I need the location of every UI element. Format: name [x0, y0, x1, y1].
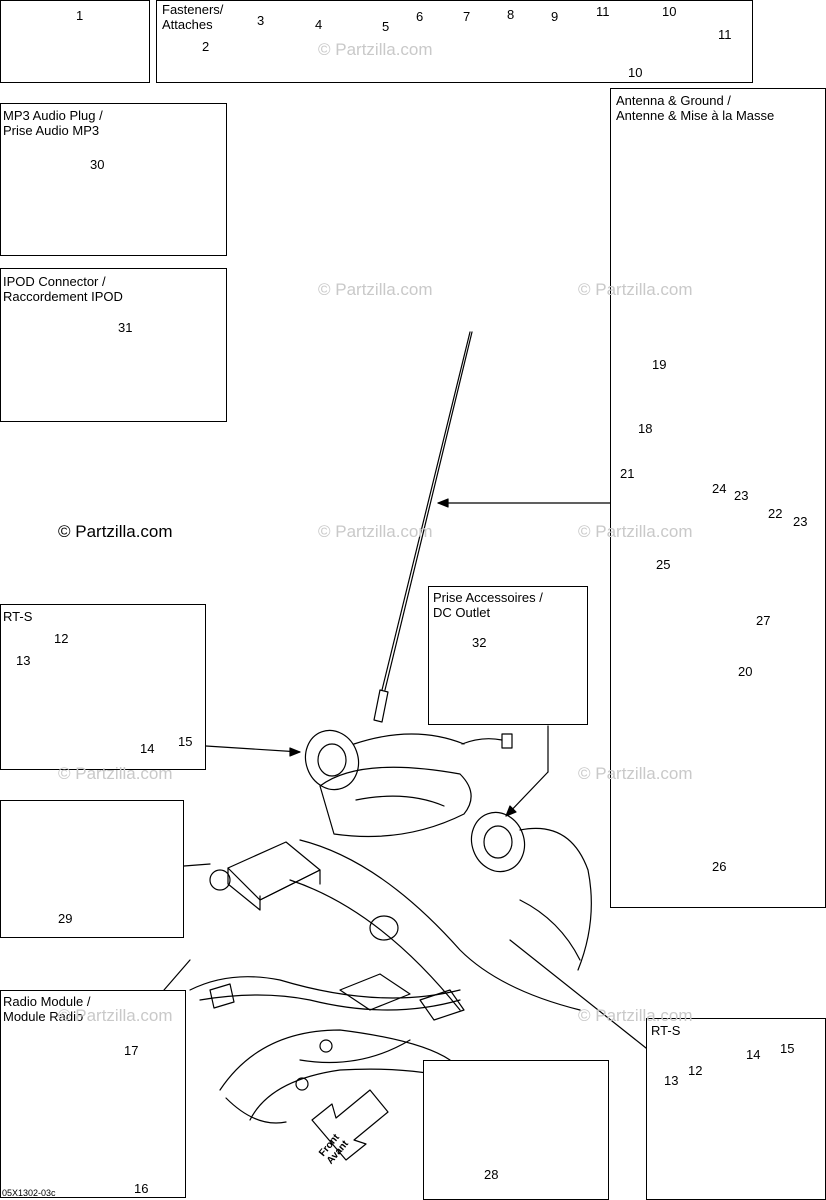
callout-8: 8 — [507, 7, 515, 22]
radio-title: Radio Module / Module Radio — [3, 994, 90, 1024]
box-rts-left — [0, 604, 206, 770]
callout-29: 29 — [58, 911, 73, 926]
callout-31: 31 — [118, 320, 133, 335]
callout-23b: 23 — [793, 514, 808, 529]
box-mp3 — [0, 103, 227, 256]
watermark-faint: © Partzilla.com — [578, 280, 693, 299]
callout-14: 14 — [140, 741, 155, 756]
callout-19: 19 — [652, 357, 667, 372]
ipod-title-line2: Raccordement IPOD — [3, 289, 123, 304]
callout-16: 16 — [134, 1181, 149, 1196]
box-ipod — [0, 268, 227, 422]
callout-11b: 11 — [718, 27, 732, 42]
callout-9: 9 — [551, 9, 559, 24]
callout-23a: 23 — [734, 488, 749, 503]
callout-10b: 10 — [628, 65, 643, 80]
radio-title-line2: Module Radio — [3, 1009, 84, 1024]
box-part-28 — [423, 1060, 609, 1200]
callout-3: 3 — [257, 13, 265, 28]
rts-right-leader — [509, 939, 647, 1049]
callout-17: 17 — [124, 1043, 139, 1058]
callout-5: 5 — [382, 19, 390, 34]
callout-30: 30 — [90, 157, 105, 172]
rts-left-title: RT-S — [3, 609, 33, 624]
antenna-title: Antenna & Ground / Antenne & Mise à la M… — [616, 93, 774, 123]
ipod-title-line1: IPOD Connector / — [3, 274, 106, 289]
callout-26: 26 — [712, 859, 727, 874]
box-antenna — [610, 88, 826, 908]
box-part-29 — [0, 800, 184, 938]
mp3-title-line1: MP3 Audio Plug / — [3, 108, 103, 123]
radio-title-line1: Radio Module / — [3, 994, 91, 1009]
antenna-title-line2: Antenne & Mise à la Masse — [616, 108, 775, 123]
watermark-faint: © Partzilla.com — [318, 40, 433, 59]
drawing-code: 05X1302-03c — [2, 1188, 56, 1198]
callout-32: 32 — [472, 635, 487, 650]
dc-title-line2: DC Outlet — [433, 605, 491, 620]
front-arrow — [311, 1089, 389, 1161]
ipod-title: IPOD Connector / Raccordement IPOD — [3, 274, 123, 304]
callout-27: 27 — [756, 613, 771, 628]
box-fasteners — [156, 0, 753, 83]
partzilla-watermark-main: © Partzilla.com — [58, 522, 173, 541]
callout-20: 20 — [738, 664, 753, 679]
box-dc-outlet — [428, 586, 588, 725]
callout-7: 7 — [463, 9, 471, 24]
callout-14-right: 14 — [746, 1047, 761, 1062]
callout-18: 18 — [638, 421, 653, 436]
callout-13: 13 — [16, 653, 31, 668]
callout-1: 1 — [76, 8, 84, 23]
callout-4: 4 — [315, 17, 323, 32]
callout-15: 15 — [178, 734, 193, 749]
callout-6: 6 — [416, 9, 424, 24]
callout-21: 21 — [620, 466, 635, 481]
callout-10a: 10 — [662, 4, 677, 19]
callout-24: 24 — [712, 481, 727, 496]
part-29-leader — [183, 863, 211, 867]
mp3-title: MP3 Audio Plug / Prise Audio MP3 — [3, 108, 103, 138]
antenna-arrow — [437, 498, 613, 508]
fasteners-title: Fasteners/ Attaches — [162, 2, 223, 32]
radio-leader — [163, 959, 191, 991]
callout-12: 12 — [54, 631, 69, 646]
callout-22: 22 — [768, 506, 783, 521]
main-antenna — [373, 331, 473, 723]
rts-left-leader — [205, 745, 301, 753]
mp3-title-line2: Prise Audio MP3 — [3, 123, 100, 138]
dc-title: Prise Accessoires / DC Outlet — [433, 590, 543, 620]
callout-15-right: 15 — [780, 1041, 795, 1056]
watermark-faint: © Partzilla.com — [318, 280, 433, 299]
wiring-harness — [189, 729, 592, 1124]
fasteners-title-line1: Fasteners/ — [162, 2, 224, 17]
box-part-1 — [0, 0, 150, 83]
antenna-title-line1: Antenna & Ground / — [616, 93, 731, 108]
callout-25: 25 — [656, 557, 671, 572]
callout-28: 28 — [484, 1167, 499, 1182]
callout-13-right: 13 — [664, 1073, 679, 1088]
watermark-faint: © Partzilla.com — [578, 1006, 693, 1025]
watermark-faint: © Partzilla.com — [578, 522, 693, 541]
callout-12-right: 12 — [688, 1063, 703, 1078]
watermark-faint: © Partzilla.com — [318, 522, 433, 541]
watermark-faint: © Partzilla.com — [58, 764, 173, 783]
box-rts-right — [646, 1018, 826, 1200]
watermark-faint: © Partzilla.com — [578, 764, 693, 783]
dc-title-line1: Prise Accessoires / — [433, 590, 543, 605]
box-radio — [0, 990, 186, 1198]
callout-11a: 11 — [596, 4, 610, 19]
callout-2: 2 — [202, 39, 210, 54]
rts-right-title: RT-S — [651, 1023, 681, 1038]
fasteners-title-line2: Attaches — [162, 17, 213, 32]
watermark-faint: © Partzilla.com — [58, 1006, 173, 1025]
